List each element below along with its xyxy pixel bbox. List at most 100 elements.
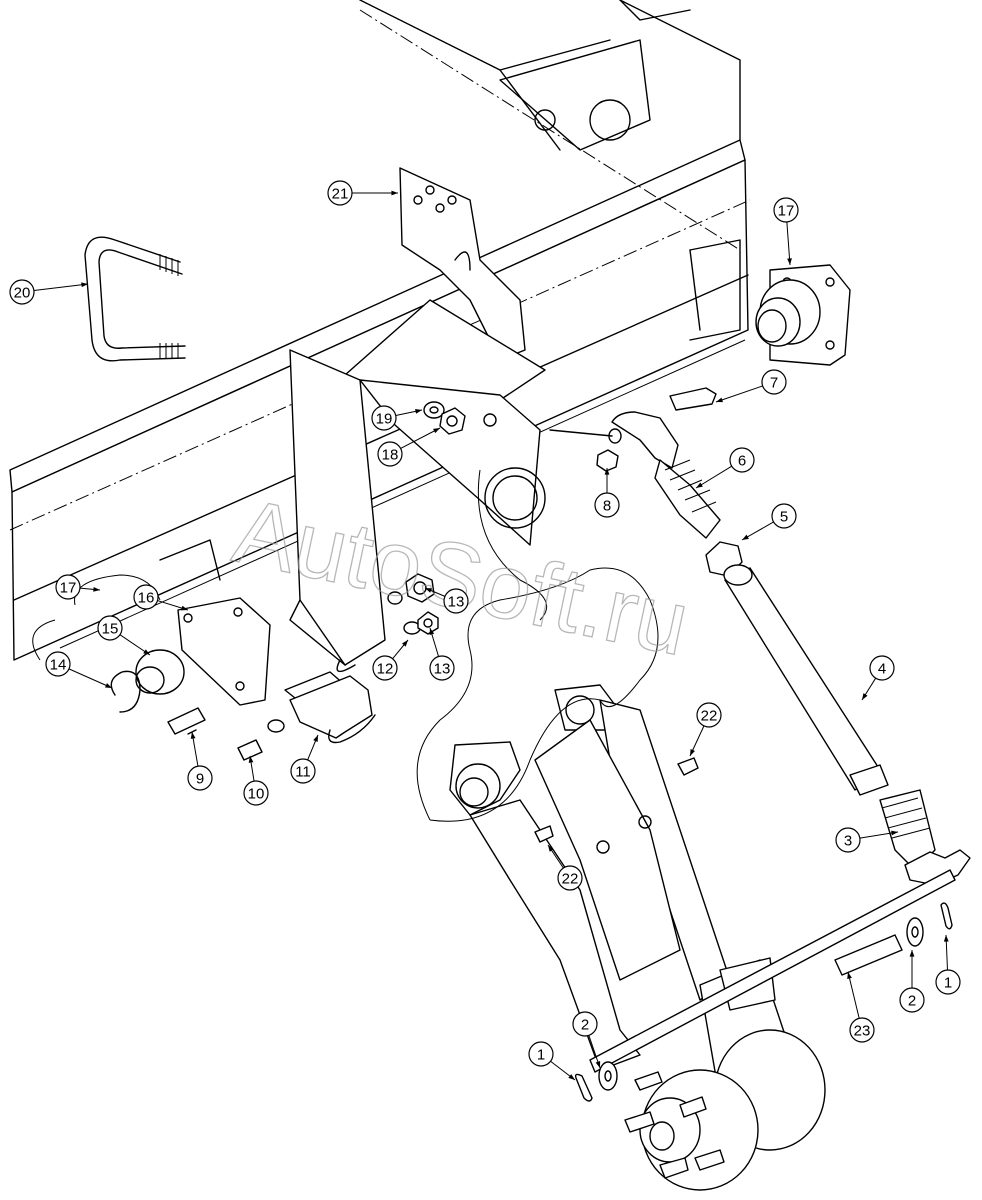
callout-balloon	[45, 651, 71, 677]
callout-number: 17	[60, 580, 77, 597]
callout-arrowhead	[190, 732, 196, 739]
callout-arrowhead	[93, 586, 100, 592]
callout-number: 13	[434, 661, 451, 678]
callout-11: 11	[290, 734, 319, 784]
callout-number: 2	[581, 1017, 589, 1034]
u-bolt	[84, 236, 186, 362]
callout-arrowhead	[568, 1074, 575, 1080]
callout-arrowhead	[943, 935, 949, 942]
callout-arrowhead	[143, 649, 150, 655]
callout-balloon	[594, 492, 620, 518]
callout-arrowhead	[181, 605, 188, 611]
callout-3: 3	[835, 827, 899, 853]
callout-number: 18	[382, 447, 399, 464]
callout-arrowhead	[425, 588, 432, 593]
callout-leader-line	[786, 221, 791, 266]
callout-1: 1	[935, 934, 961, 995]
callout-5: 5	[741, 503, 797, 541]
callout-9: 9	[187, 731, 213, 791]
lift-arm	[449, 684, 801, 1141]
callout-6: 6	[695, 447, 755, 489]
callout-arrowhead	[716, 397, 723, 403]
callout-16: 16	[133, 584, 189, 611]
callout-22: 22	[547, 844, 583, 891]
callout-balloon	[849, 1017, 875, 1043]
callout-balloon	[443, 588, 469, 614]
callout-arrowhead	[391, 190, 398, 196]
callout-balloon	[761, 369, 787, 395]
callout-21: 21	[327, 180, 398, 206]
callout-balloon	[729, 447, 755, 473]
callout-15: 15	[97, 615, 151, 656]
callout-arrowhead	[415, 409, 422, 414]
callout-arrowhead	[862, 693, 868, 700]
callout-number: 14	[50, 657, 67, 674]
hardware-nuts-washers	[387, 401, 466, 635]
callout-arrowhead	[595, 1061, 601, 1068]
callout-arrowhead	[891, 830, 898, 836]
callout-balloon	[372, 655, 398, 681]
callout-leader-line	[847, 971, 860, 1019]
callout-leader-line	[715, 385, 763, 403]
callout-balloon	[528, 1041, 554, 1067]
callout-balloon	[696, 702, 722, 728]
callout-1: 1	[528, 1041, 576, 1081]
callout-18: 18	[377, 427, 441, 467]
callout-balloon	[371, 405, 397, 431]
callout-leader-line	[695, 465, 733, 489]
callout-arrowhead	[604, 468, 610, 475]
callout-balloon	[557, 865, 583, 891]
callout-17: 17	[773, 197, 799, 266]
callout-13: 13	[429, 627, 455, 681]
callout-17: 17	[55, 574, 101, 600]
callout-balloon	[377, 441, 403, 467]
callout-arrowhead	[742, 534, 749, 540]
callout-13: 13	[424, 587, 469, 614]
callout-23: 23	[847, 971, 875, 1043]
callout-balloon	[835, 827, 861, 853]
callout-balloon	[97, 615, 123, 641]
callout-arrowhead	[847, 972, 852, 979]
callout-balloon	[572, 1011, 598, 1037]
callout-number: 2	[908, 993, 916, 1010]
wheel-hub	[624, 1029, 826, 1191]
callout-12: 12	[372, 639, 409, 681]
callout-10: 10	[243, 755, 269, 806]
callout-number: 17	[778, 203, 795, 220]
callout-arrowhead	[105, 683, 112, 688]
callout-number: 3	[844, 833, 852, 850]
callout-number: 21	[332, 186, 349, 203]
callout-number: 11	[295, 764, 311, 781]
callout-2: 2	[572, 1011, 601, 1069]
callout-arrowhead	[548, 845, 554, 852]
callout-19: 19	[371, 405, 423, 431]
callout-balloon	[429, 655, 455, 681]
callout-number: 22	[562, 871, 579, 888]
callout-balloon	[9, 279, 35, 305]
callout-14: 14	[45, 651, 113, 689]
callout-balloon	[899, 987, 925, 1013]
latch-handle	[237, 671, 376, 761]
callout-number: 8	[603, 498, 611, 515]
callout-number: 19	[376, 411, 393, 428]
callout-number: 7	[770, 375, 778, 392]
callout-leader-line	[400, 427, 441, 449]
callout-4: 4	[861, 655, 895, 701]
callout-balloon	[771, 503, 797, 529]
callout-balloon	[55, 574, 81, 600]
callout-number: 20	[14, 285, 31, 302]
callout-balloon	[243, 780, 269, 806]
callout-arrowhead	[696, 482, 703, 488]
callout-arrowhead	[909, 950, 915, 957]
axle-pin-hardware	[534, 757, 956, 1102]
callout-arrowhead	[429, 628, 435, 635]
callout-number: 1	[537, 1047, 545, 1064]
callout-arrowhead	[690, 749, 695, 756]
callout-balloon	[290, 758, 316, 784]
callout-arrowhead	[248, 756, 254, 763]
callout-number: 9	[196, 771, 204, 788]
callout-leader-line	[68, 668, 113, 689]
callout-7: 7	[715, 369, 787, 403]
callout-number: 12	[377, 661, 394, 678]
